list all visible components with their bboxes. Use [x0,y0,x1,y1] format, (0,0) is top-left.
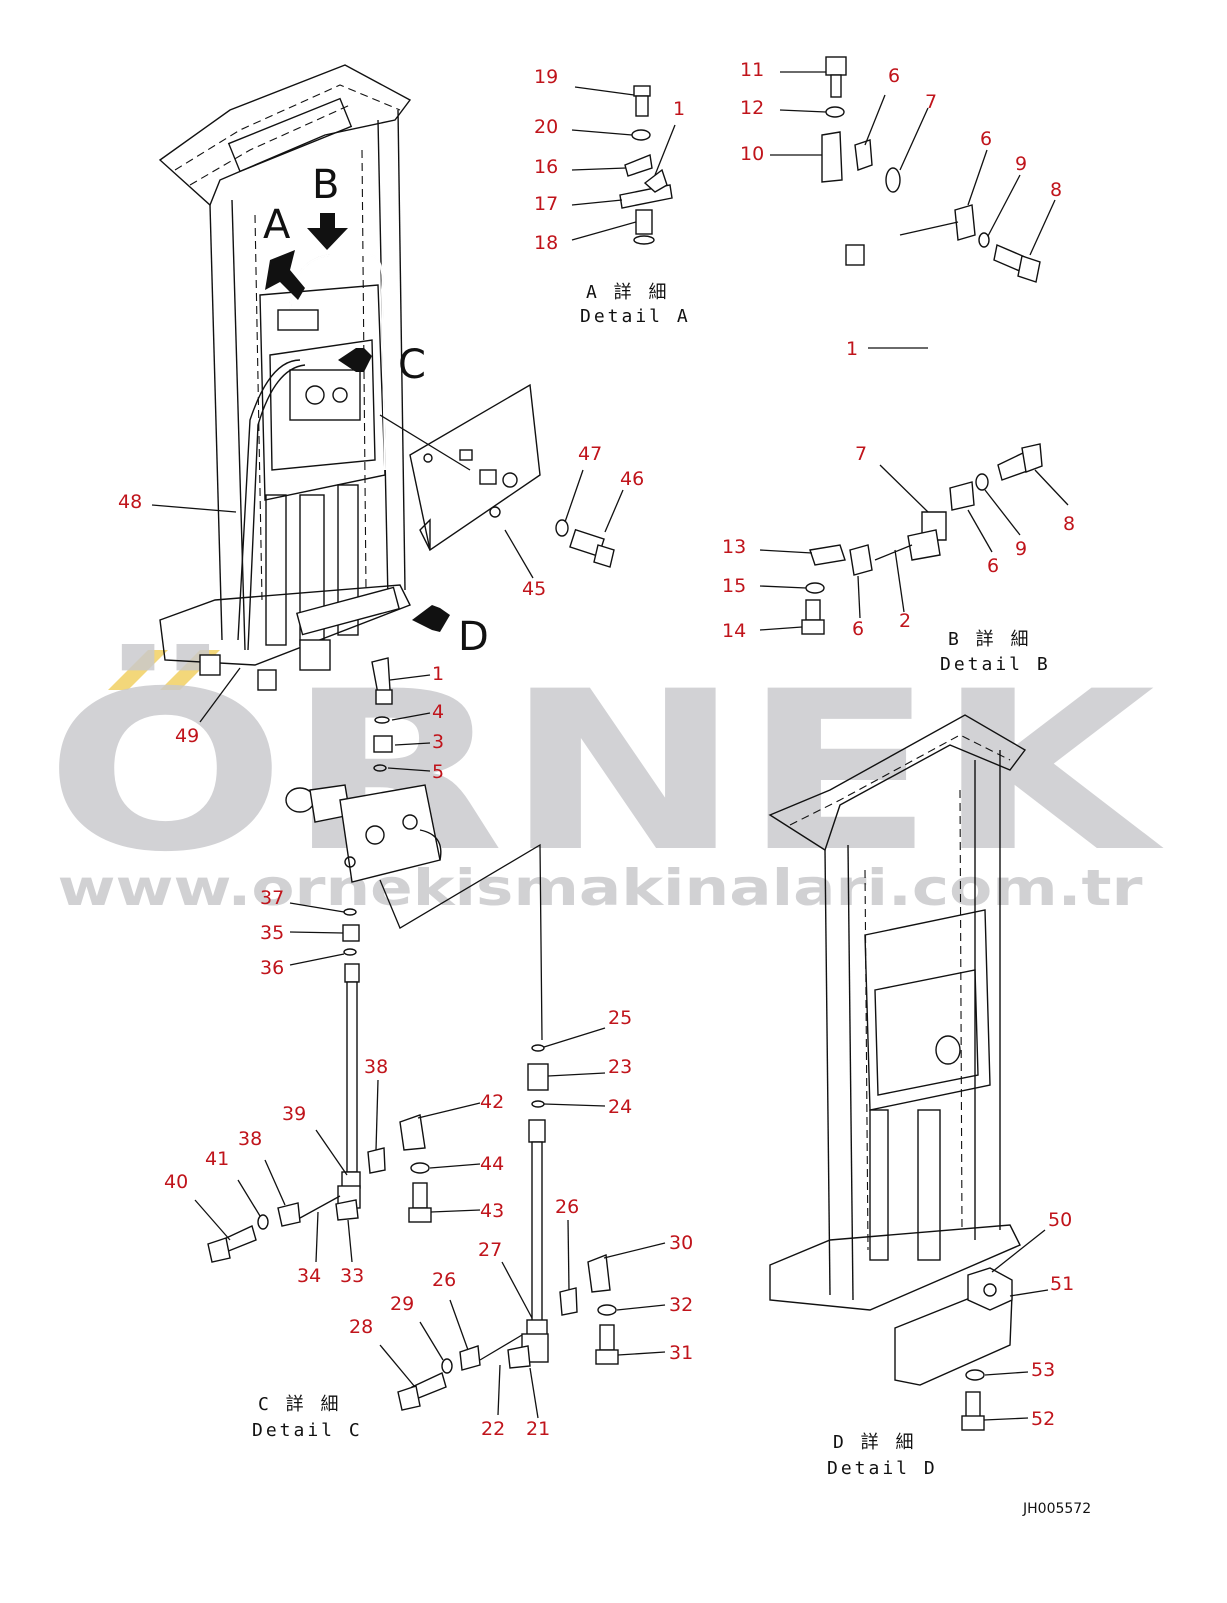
drawing-number: JH005572 [1022,1501,1091,1517]
callout-3: 3 [432,731,444,753]
callout-6-bottom-right: 6 [987,555,999,577]
callout-44: 44 [480,1153,504,1175]
detail-b-drawing: B 詳 細 Detail B [759,56,1069,675]
callout-52: 52 [1031,1408,1055,1430]
callout-14: 14 [722,620,746,642]
callout-8-bottom: 8 [1063,513,1075,535]
detail-d-en: Detail D [827,1458,938,1479]
callout-34: 34 [297,1265,321,1287]
detail-a-jp: A 詳 細 [586,282,670,303]
callout-9-bottom: 9 [1015,538,1027,560]
callout-30: 30 [669,1232,693,1254]
callout-labels: 48 49 1 4 3 5 45 46 47 19 20 16 17 18 1 … [118,59,1075,1440]
callout-8-top: 8 [1050,179,1062,201]
callout-15: 15 [722,575,746,597]
callout-10: 10 [740,143,764,165]
callout-38-left: 38 [238,1128,262,1150]
callout-45: 45 [522,578,546,600]
callout-6-bottom-left: 6 [852,618,864,640]
watermark: ÖRNEK www.ornekismakinalari.com.tr [45,644,1165,917]
callout-1-detail-a: 1 [673,98,685,120]
view-arrow-b [307,213,348,250]
callout-32: 32 [669,1294,693,1316]
callout-42: 42 [480,1091,504,1113]
callout-23: 23 [608,1056,632,1078]
callout-20: 20 [534,116,558,138]
view-marker-b: B [312,162,339,208]
watermark-url: www.ornekismakinalari.com.tr [58,859,1143,917]
callout-26-bottom: 26 [432,1269,456,1291]
callout-26-top: 26 [555,1196,579,1218]
callout-25: 25 [608,1007,632,1029]
callout-1-main: 1 [432,663,444,685]
callout-11: 11 [740,59,764,81]
view-marker-c: C [398,342,426,388]
callout-28: 28 [349,1316,373,1338]
callout-29: 29 [390,1293,414,1315]
callout-53: 53 [1031,1359,1055,1381]
watermark-brand: ÖRNEK [45,644,1165,900]
callout-39: 39 [282,1103,306,1125]
callout-22: 22 [481,1418,505,1440]
detail-c-drawing: C 詳 細 Detail C [194,902,666,1441]
callout-4: 4 [432,701,444,723]
callout-19: 19 [534,66,558,88]
callout-43: 43 [480,1200,504,1222]
callout-40: 40 [164,1171,188,1193]
callout-7-top: 7 [925,91,937,113]
callout-41: 41 [205,1148,229,1170]
callout-2: 2 [899,610,911,632]
view-arrow-a [265,250,305,300]
callout-24: 24 [608,1096,632,1118]
callout-35: 35 [260,922,284,944]
view-arrow-d [412,605,450,632]
detail-c-jp: C 詳 細 [258,1394,342,1415]
callout-49: 49 [175,725,199,747]
view-arrow-c [338,348,372,372]
callout-6-right: 6 [980,128,992,150]
watermark-accent-left [108,650,168,690]
pump-drawing [285,784,442,883]
callout-9-top: 9 [1015,153,1027,175]
callout-5: 5 [432,761,444,783]
bolt-46-drawing [555,519,615,568]
callout-18: 18 [534,232,558,254]
detail-b-jp: B 詳 細 [948,629,1032,650]
callout-37: 37 [260,887,284,909]
callout-1-detail-b: 1 [846,338,858,360]
callout-33: 33 [340,1265,364,1287]
callout-16: 16 [534,156,558,178]
callout-7-bottom: 7 [855,443,867,465]
callout-51: 51 [1050,1273,1074,1295]
view-marker-a: A [263,202,291,248]
callout-12: 12 [740,97,764,119]
callout-50: 50 [1048,1209,1072,1231]
callout-38-top: 38 [364,1056,388,1078]
detail-a-en: Detail A [580,306,691,327]
callout-21: 21 [526,1418,550,1440]
callout-48: 48 [118,491,142,513]
callout-31: 31 [669,1342,693,1364]
callout-27: 27 [478,1239,502,1261]
detail-a-drawing: A 詳 細 Detail A [571,85,691,327]
main-assembly-drawing: A B C D [151,64,624,1041]
callout-6-top: 6 [888,65,900,87]
detail-b-en: Detail B [940,654,1051,675]
detail-d-jp: D 詳 細 [833,1432,917,1453]
view-marker-d: D [458,614,489,660]
detail-c-en: Detail C [252,1420,363,1441]
callout-36: 36 [260,957,284,979]
callout-46: 46 [620,468,644,490]
detail-d-drawing: D 詳 細 Detail D [768,714,1049,1479]
callout-47: 47 [578,443,602,465]
callout-13: 13 [722,536,746,558]
callout-17: 17 [534,193,558,215]
